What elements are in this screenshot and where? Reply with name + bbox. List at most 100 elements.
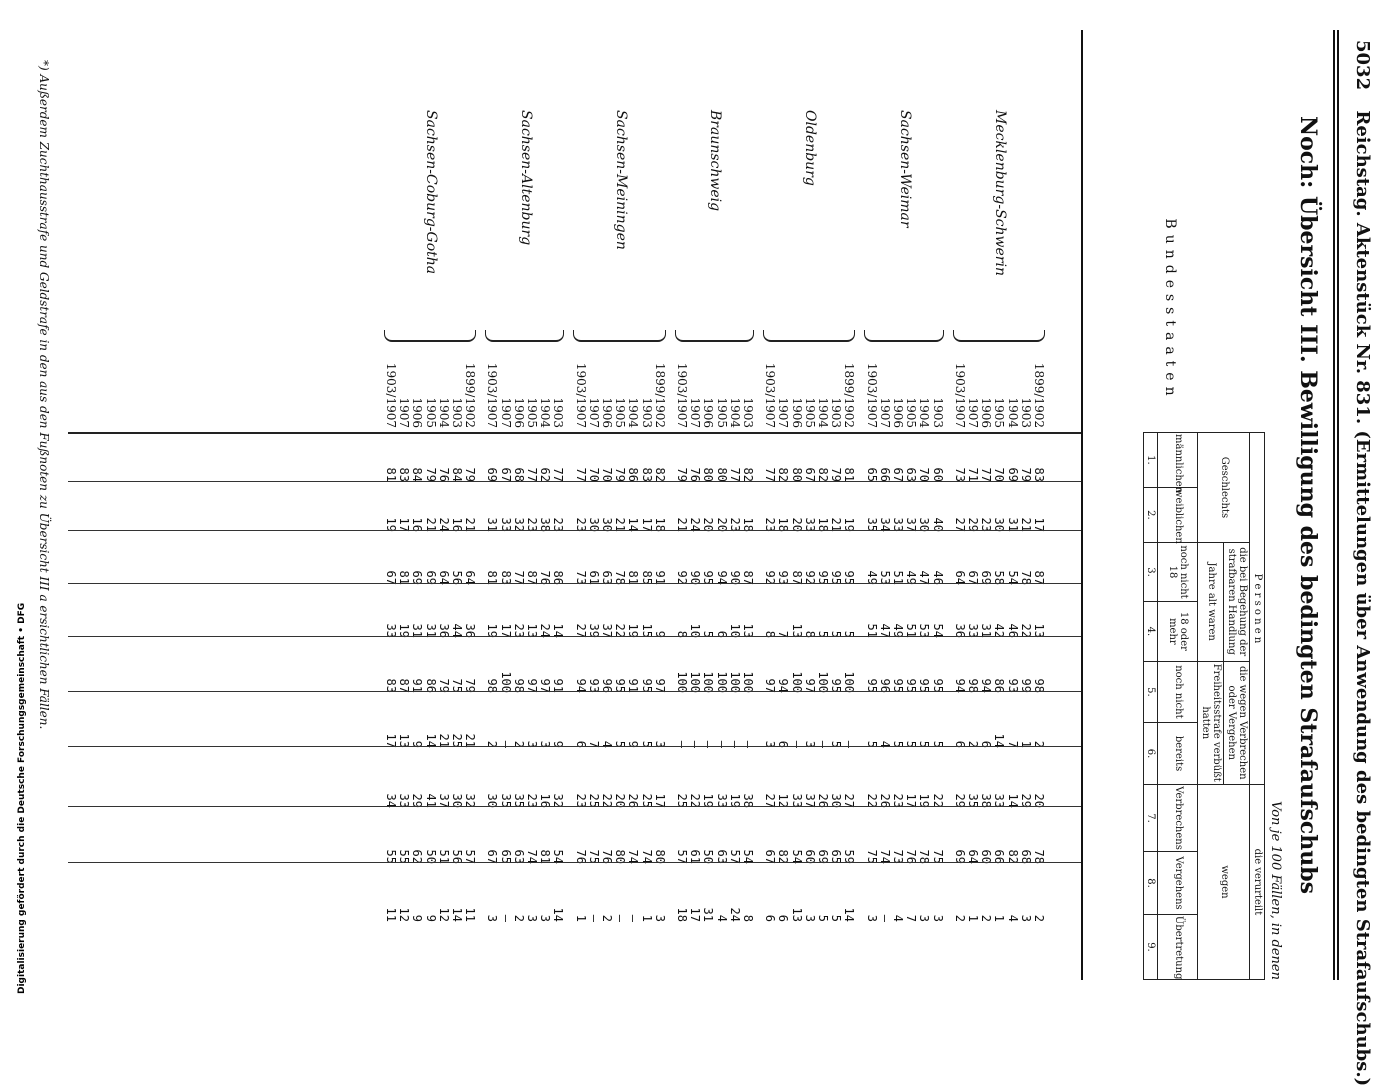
cell-col-6: 6 <box>952 740 967 748</box>
cell-col-8: 56 <box>450 849 465 864</box>
cell-col-8: 73 <box>891 849 906 864</box>
cell-col-2: 23 <box>573 517 588 532</box>
cell-col-7: 33 <box>714 793 729 808</box>
cell-col-4: 51 <box>864 623 879 638</box>
cell-col-2: 27 <box>952 517 967 532</box>
cell-col-7: 37 <box>802 793 817 808</box>
cell-col-7: 23 <box>891 793 906 808</box>
row-year: 1899/1902 <box>463 362 478 428</box>
cell-col-2: 24 <box>436 517 451 532</box>
row-year: 1903 <box>930 397 945 428</box>
cell-col-3: 63 <box>600 570 615 585</box>
cell-col-2: 24 <box>688 517 703 532</box>
row-year: 1906 <box>511 397 526 428</box>
cell-col-4: 51 <box>904 623 919 638</box>
cell-col-9: 3 <box>917 914 932 922</box>
cell-col-3: 92 <box>802 570 817 585</box>
column-rule <box>68 636 1083 637</box>
cell-col-6: 3 <box>538 740 553 748</box>
cell-col-4: 15 <box>639 623 654 638</box>
cell-col-5: 91 <box>626 678 641 693</box>
cell-col-8: 62 <box>410 849 425 864</box>
row-year: 1905 <box>525 397 540 428</box>
cell-col-3: 51 <box>891 570 906 585</box>
body-top-rule <box>1081 30 1083 980</box>
cell-col-6: 1 <box>1018 740 1033 748</box>
cell-col-5: 97 <box>652 678 667 693</box>
cell-col-8: 55 <box>397 849 412 864</box>
cell-col-2: 35 <box>864 517 879 532</box>
cell-col-4: 7 <box>776 630 791 638</box>
cell-col-2: 18 <box>816 517 831 532</box>
cell-col-3: 56 <box>450 570 465 585</box>
cell-col-4: 36 <box>463 623 478 638</box>
cell-col-8: 65 <box>829 849 844 864</box>
cell-col-9: 2 <box>511 914 526 922</box>
column-header-table: P e r s o n e n die verurteilt Geschlech… <box>1143 432 1265 980</box>
cell-col-3: 95 <box>701 570 716 585</box>
cell-col-6: — <box>701 740 716 748</box>
cell-col-7: 17 <box>904 793 919 808</box>
header-18-oder-mehr: 18 oder mehr <box>1158 601 1198 662</box>
cell-col-8: 63 <box>714 849 729 864</box>
cell-col-1: 83 <box>1032 467 1046 482</box>
cell-col-6: 6 <box>979 740 994 748</box>
cell-col-1: 77 <box>551 467 566 482</box>
col-num-8: 8. <box>1143 851 1158 915</box>
cell-col-3: 81 <box>397 570 412 585</box>
cell-col-9: 2 <box>952 914 967 922</box>
header-persons: P e r s o n e n <box>1250 432 1265 785</box>
cell-col-2: 20 <box>701 517 716 532</box>
cell-col-4: 53 <box>917 623 932 638</box>
row-year: 1907 <box>586 397 601 428</box>
cell-col-9: 4 <box>714 914 729 922</box>
cell-col-4: 13 <box>741 623 755 638</box>
cell-col-2: 30 <box>992 517 1007 532</box>
cell-col-9: 9 <box>423 914 438 922</box>
row-year: 1899/1902 <box>1032 362 1046 428</box>
cell-col-4: 17 <box>498 623 513 638</box>
cell-col-6: 3 <box>763 740 778 748</box>
cell-col-7: 16 <box>538 793 553 808</box>
header-bei-begehung: die bei Begehung der strafbaren Handlung <box>1224 542 1250 662</box>
cell-col-7: 22 <box>688 793 703 808</box>
cell-col-5: 100 <box>688 671 703 693</box>
cell-col-9: 7 <box>904 914 919 922</box>
cell-col-9: 3 <box>930 914 945 922</box>
cell-col-4: 10 <box>688 623 703 638</box>
row-year: 1904 <box>538 397 553 428</box>
cell-col-9: 1 <box>639 914 654 922</box>
header-maennlich: männlichen <box>1158 432 1198 493</box>
cell-col-3: 95 <box>816 570 831 585</box>
cell-col-5: 86 <box>992 678 1007 693</box>
cell-col-1: 82 <box>741 467 755 482</box>
cell-col-1: 79 <box>1018 467 1033 482</box>
cell-col-2: 20 <box>714 517 729 532</box>
cell-col-5: 100 <box>727 671 742 693</box>
cell-col-3: 69 <box>979 570 994 585</box>
cell-col-7: 23 <box>573 793 588 808</box>
cell-col-6: 5 <box>917 740 932 748</box>
cell-col-6: — <box>675 740 689 748</box>
row-year: 1905 <box>613 397 628 428</box>
cell-col-5: 99 <box>1018 678 1033 693</box>
cell-col-5: 87 <box>397 678 412 693</box>
cell-col-1: 70 <box>600 467 615 482</box>
cell-col-9: — <box>613 914 628 922</box>
cell-col-6: — <box>688 740 703 748</box>
row-year: 1906 <box>979 397 994 428</box>
cell-col-3: 90 <box>727 570 742 585</box>
header-weiblich: weiblichen <box>1158 487 1198 544</box>
cell-col-5: 97 <box>763 678 778 693</box>
cell-col-6: — <box>741 740 755 748</box>
cell-col-8: 69 <box>816 849 831 864</box>
